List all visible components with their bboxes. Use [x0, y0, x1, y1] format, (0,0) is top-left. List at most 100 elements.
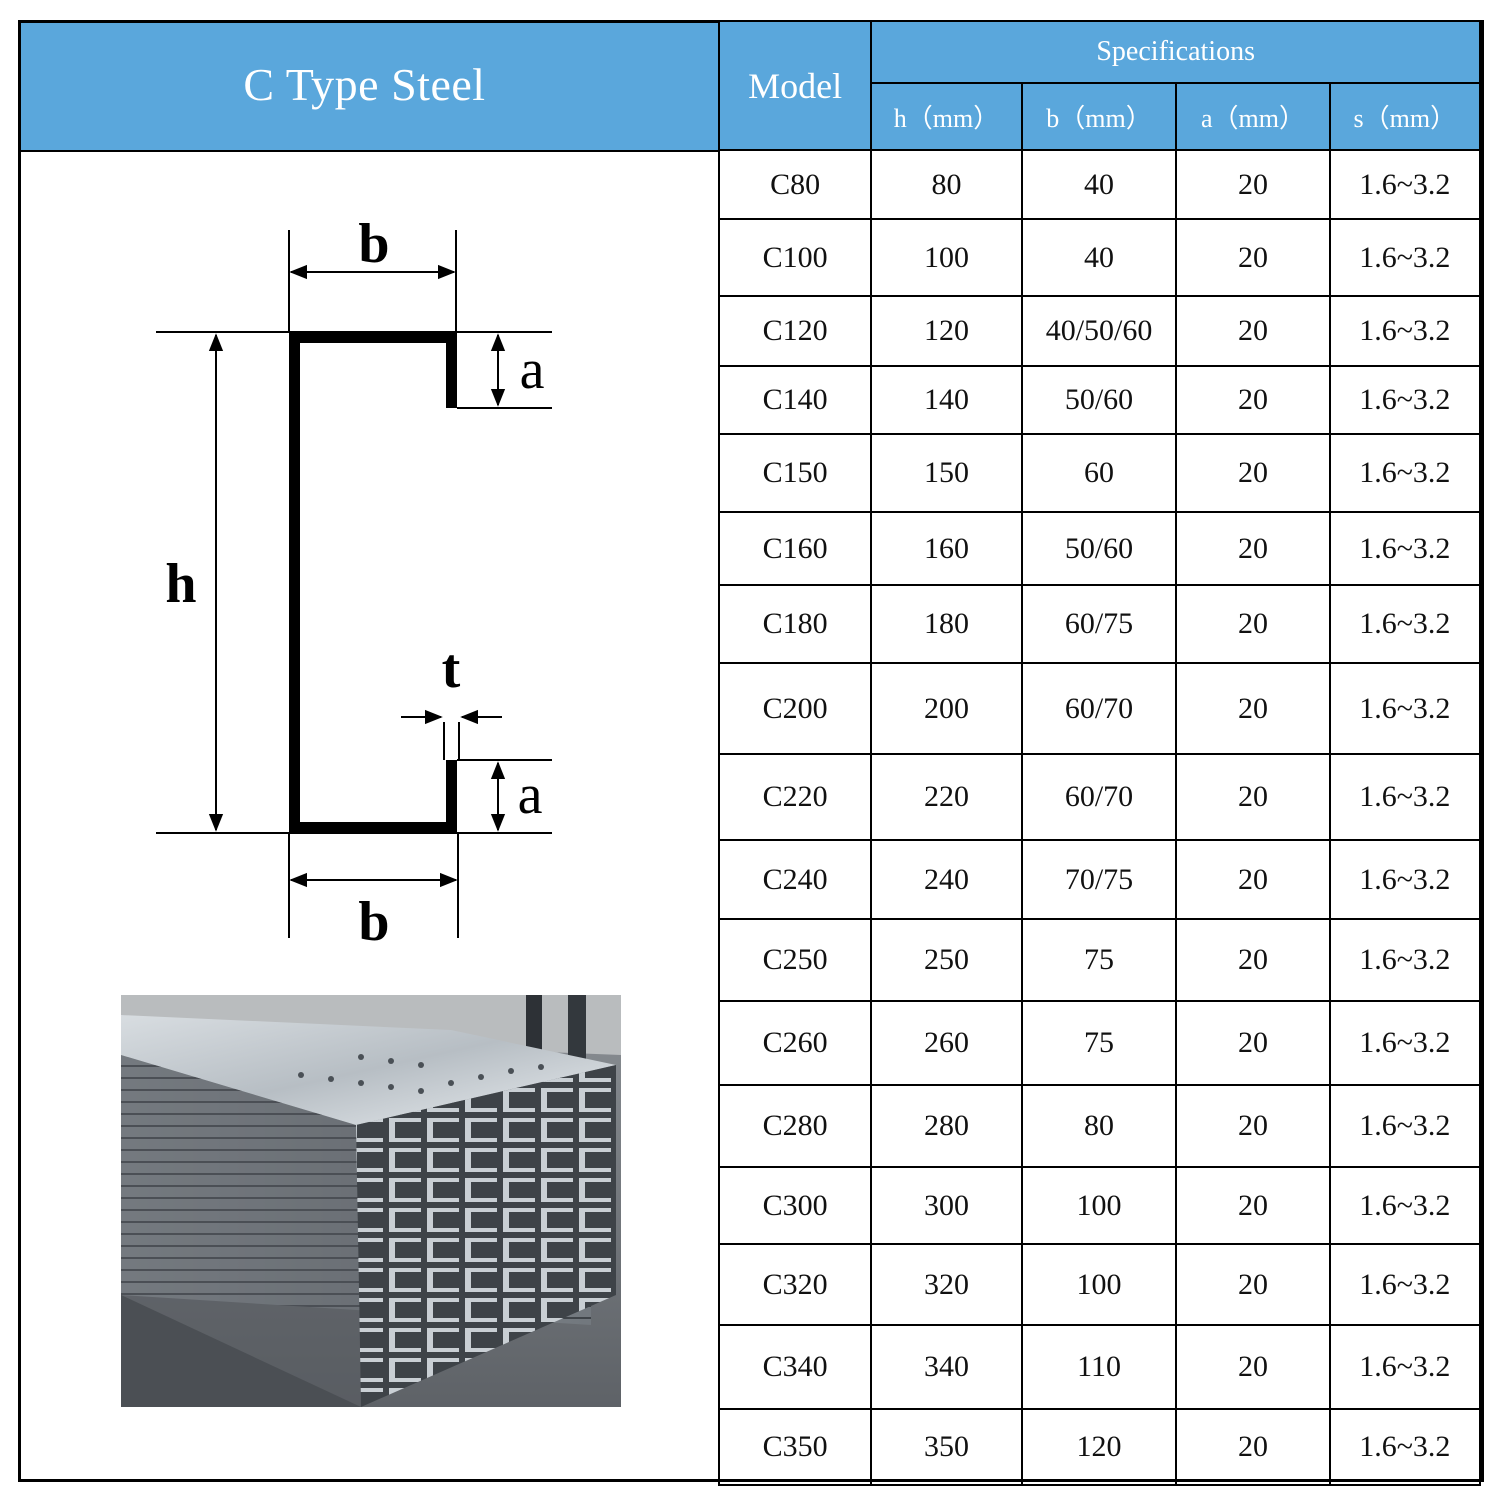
c-section-diagram: b a h t a b: [156, 213, 552, 953]
cell-h: 280: [870, 1084, 1023, 1168]
cell-s: 1.6~3.2: [1328, 1166, 1482, 1245]
cell-h: 100: [870, 218, 1023, 297]
cell-b: 100: [1020, 1166, 1178, 1245]
cell-model: C140: [717, 365, 873, 435]
cell-b: 120: [1020, 1408, 1178, 1486]
cell-b: 60/75: [1020, 584, 1178, 664]
cell-a: 20: [1175, 1000, 1331, 1086]
cell-h: 260: [870, 1000, 1023, 1086]
cell-b: 60: [1020, 433, 1178, 513]
c-channel-stack-photo: [121, 995, 621, 1407]
cell-model: C200: [717, 662, 873, 755]
label-b-bottom: b: [358, 891, 389, 953]
cell-a: 20: [1175, 1408, 1331, 1486]
cell-a: 20: [1175, 511, 1331, 586]
model-header: Model: [717, 20, 873, 151]
page-title: C Type Steel: [243, 59, 486, 110]
cell-b: 60/70: [1020, 662, 1178, 755]
cell-h: 300: [870, 1166, 1023, 1245]
cell-a: 20: [1175, 753, 1331, 841]
cell-s: 1.6~3.2: [1328, 433, 1482, 513]
title-banner: C Type Steel: [21, 23, 720, 152]
label-b-top: b: [358, 213, 389, 275]
cell-b: 75: [1020, 918, 1178, 1002]
cell-a: 20: [1175, 662, 1331, 755]
label-a-top: a: [520, 339, 545, 401]
cell-model: C150: [717, 433, 873, 513]
cell-h: 150: [870, 433, 1023, 513]
cell-a: 20: [1175, 1243, 1331, 1326]
cell-s: 1.6~3.2: [1328, 511, 1482, 586]
cell-b: 75: [1020, 1000, 1178, 1086]
cell-s: 1.6~3.2: [1328, 1000, 1482, 1086]
cell-s: 1.6~3.2: [1328, 839, 1482, 920]
spec-sheet: C Type Steel b a h t a: [18, 20, 1484, 1486]
cell-s: 1.6~3.2: [1328, 218, 1482, 297]
cell-a: 20: [1175, 1324, 1331, 1410]
cell-model: C250: [717, 918, 873, 1002]
spec-table: Model Specifications h（mm） b（mm） a（mm） s…: [717, 20, 1482, 1486]
cell-model: C320: [717, 1243, 873, 1326]
cell-a: 20: [1175, 218, 1331, 297]
cell-b: 60/70: [1020, 753, 1178, 841]
cell-a: 20: [1175, 295, 1331, 367]
cell-h: 80: [870, 149, 1023, 220]
cell-model: C300: [717, 1166, 873, 1245]
cell-h: 160: [870, 511, 1023, 586]
cell-h: 240: [870, 839, 1023, 920]
cell-model: C180: [717, 584, 873, 664]
cell-a: 20: [1175, 839, 1331, 920]
label-h: h: [165, 553, 196, 615]
cell-a: 20: [1175, 918, 1331, 1002]
cell-s: 1.6~3.2: [1328, 365, 1482, 435]
cell-model: C100: [717, 218, 873, 297]
c-profile-shape: [289, 332, 457, 832]
cell-a: 20: [1175, 149, 1331, 220]
subheader-row: h（mm） b（mm） a（mm） s（mm）: [719, 82, 1482, 151]
cell-h: 320: [870, 1243, 1023, 1326]
cell-s: 1.6~3.2: [1328, 584, 1482, 664]
cell-h: 200: [870, 662, 1023, 755]
cell-b: 80: [1020, 1084, 1178, 1168]
cell-model: C160: [717, 511, 873, 586]
cell-s: 1.6~3.2: [1328, 753, 1482, 841]
label-a-bottom: a: [518, 764, 543, 826]
cell-model: C280: [717, 1084, 873, 1168]
cell-b: 110: [1020, 1324, 1178, 1410]
column-header-a: a（mm）: [1175, 82, 1331, 151]
cell-b: 40: [1020, 218, 1178, 297]
cell-a: 20: [1175, 433, 1331, 513]
cell-a: 20: [1175, 1084, 1331, 1168]
cell-h: 120: [870, 295, 1023, 367]
label-t: t: [442, 638, 461, 700]
column-header-h: h（mm）: [870, 82, 1023, 151]
cell-h: 250: [870, 918, 1023, 1002]
cell-b: 50/60: [1020, 511, 1178, 586]
column-header-s: s（mm）: [1328, 82, 1482, 151]
cell-b: 40/50/60: [1020, 295, 1178, 367]
cell-b: 40: [1020, 149, 1178, 220]
column-header-b: b（mm）: [1020, 82, 1178, 151]
cell-b: 50/60: [1020, 365, 1178, 435]
cell-model: C220: [717, 753, 873, 841]
cell-model: C260: [717, 1000, 873, 1086]
header-row: Model Specifications: [717, 20, 1481, 151]
cell-s: 1.6~3.2: [1328, 1243, 1482, 1326]
cell-h: 350: [870, 1408, 1023, 1486]
cell-s: 1.6~3.2: [1328, 918, 1482, 1002]
